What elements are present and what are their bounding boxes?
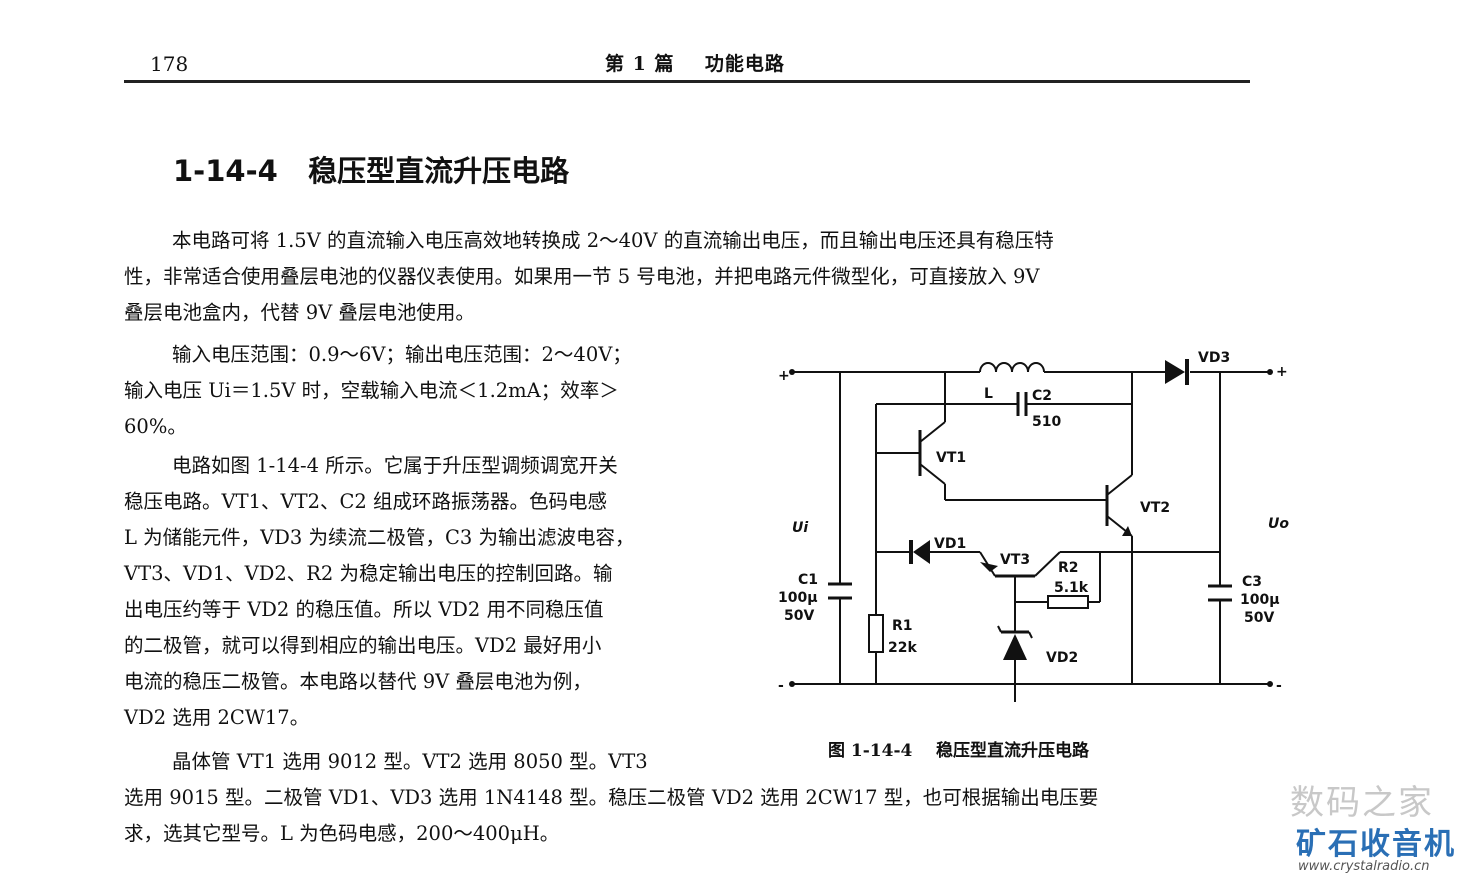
- header-rule: [124, 80, 1250, 83]
- section-heading: 稳压型直流升压电路: [308, 154, 570, 188]
- vd3-label: VD3: [1198, 350, 1230, 366]
- text-line: 稳压电路。VT1、VT2、C2 组成环路振荡器。色码电感: [124, 490, 608, 513]
- text-line: 选用 9015 型。二极管 VD1、VD3 选用 1N4148 型。稳压二极管 …: [124, 786, 1099, 809]
- running-head: 第 1 篇 功能电路: [605, 53, 785, 75]
- page-number: 178: [150, 52, 189, 76]
- text-line: 电流的稳压二极管。本电路以替代 9V 叠层电池为例，: [124, 670, 592, 693]
- inductor-label: L: [984, 386, 993, 402]
- paragraph-components: 晶体管 VT1 选用 9012 型。VT2 选用 8050 型。VT3 选用 9…: [124, 744, 1254, 852]
- figure-caption: 图 1-14-4 稳压型直流升压电路: [828, 741, 1090, 761]
- vt2-label: VT2: [1140, 500, 1170, 516]
- c2-label: C2: [1032, 388, 1052, 404]
- text-line: 叠层电池盒内，代替 9V 叠层电池使用。: [124, 301, 475, 324]
- uo-label: Uo: [1268, 516, 1289, 532]
- text-line: 输入电压 Ui＝1.5V 时，空载输入电流＜1.2mA；效率＞: [124, 379, 619, 402]
- paragraph-description: 电路如图 1-14-4 所示。它属于升压型调频调宽开关 稳压电路。VT1、VT2…: [124, 448, 714, 736]
- paragraph-intro: 本电路可将 1.5V 的直流输入电压高效地转换成 2～40V 的直流输出电压，而…: [124, 223, 1254, 331]
- paragraph-specs: 输入电压范围：0.9～6V；输出电压范围：2～40V； 输入电压 Ui＝1.5V…: [124, 337, 714, 445]
- vd2-label: VD2: [1046, 650, 1078, 666]
- c3-capacitance: 100μ: [1240, 592, 1280, 608]
- text-line: 求，选其它型号。L 为色码电感，200～400μH。: [124, 822, 560, 845]
- text-line: 晶体管 VT1 选用 9012 型。VT2 选用 8050 型。VT3: [172, 750, 648, 773]
- text-line: 输入电压范围：0.9～6V；输出电压范围：2～40V；: [172, 343, 632, 366]
- text-line: 性，非常适合使用叠层电池的仪器仪表使用。如果用一节 5 号电池，并把电路元件微型…: [124, 265, 1040, 288]
- c3-label: C3: [1242, 574, 1262, 590]
- text-line: VD2 选用 2CW17。: [124, 706, 310, 729]
- ui-label: Ui: [792, 520, 808, 536]
- watermark-logo: 数码之家 矿石收音机 www.crystalradio.cn: [1290, 775, 1470, 880]
- vd1-label: VD1: [934, 536, 966, 552]
- c1-voltage: 50V: [784, 608, 814, 624]
- text-line: 的二极管，就可以得到相应的输出电压。VD2 最好用小: [124, 634, 602, 657]
- c1-capacitance: 100μ: [778, 590, 818, 606]
- output-plus-label: +: [1276, 364, 1288, 380]
- text-line: VT3、VD1、VD2、R2 为稳定输出电压的控制回路。输: [124, 562, 613, 585]
- c3-voltage: 50V: [1244, 610, 1274, 626]
- input-minus-label: -: [778, 678, 784, 694]
- watermark-line2: 矿石收音机: [1296, 827, 1456, 862]
- text-line: 电路如图 1-14-4 所示。它属于升压型调频调宽开关: [172, 454, 618, 477]
- vt3-label: VT3: [1000, 552, 1030, 568]
- text-line: L 为储能元件，VD3 为续流二极管，C3 为输出滤波电容，: [124, 526, 635, 549]
- r2-value: 5.1k: [1054, 580, 1089, 596]
- input-plus-label: +: [778, 368, 790, 384]
- section-title: 1-14-4 稳压型直流升压电路: [173, 148, 569, 190]
- inductor-symbol: [979, 362, 1045, 373]
- vt1-label: VT1: [936, 450, 966, 466]
- c2-value: 510: [1032, 414, 1061, 430]
- output-minus-label: -: [1276, 678, 1282, 694]
- r2-label: R2: [1058, 560, 1079, 576]
- text-line: 出电压约等于 VD2 的稳压值。所以 VD2 用不同稳压值: [124, 598, 604, 621]
- c1-label: C1: [798, 572, 818, 588]
- watermark-line1: 数码之家: [1290, 783, 1434, 823]
- r1-label: R1: [892, 618, 913, 634]
- text-line: 本电路可将 1.5V 的直流输入电压高效地转换成 2～40V 的直流输出电压，而…: [172, 229, 1054, 252]
- circuit-diagram: + - + - Ui Uo L C2 510 VD3 VT1 VT2 VD1 V…: [778, 350, 1289, 702]
- r1-value: 22k: [888, 640, 917, 656]
- text-line: 60%。: [124, 415, 187, 438]
- section-number: 1-14-4: [173, 154, 278, 188]
- watermark-url: www.crystalradio.cn: [1298, 859, 1430, 874]
